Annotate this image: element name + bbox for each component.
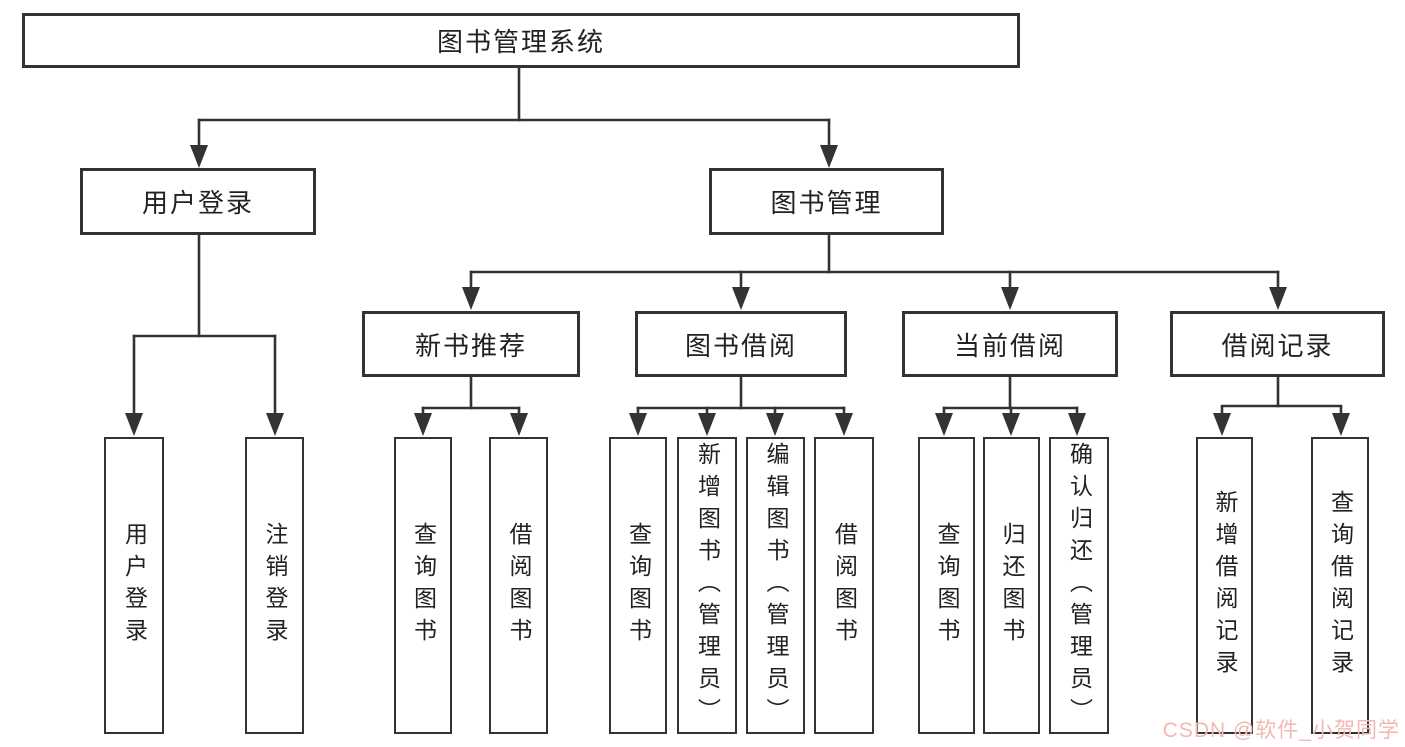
- leaf-label: 用户登录: [121, 521, 148, 650]
- node-user-login: 用户登录: [80, 168, 316, 235]
- node-label: 图书借阅: [684, 330, 797, 361]
- node-borrowing-records: 借阅记录: [1170, 311, 1385, 377]
- node-label: 借阅记录: [1221, 330, 1334, 361]
- leaf-borrow-books-recommend: 借阅图书: [489, 437, 548, 734]
- leaf-edit-books-admin: 编辑图书（管理员）: [746, 437, 805, 734]
- leaf-query-borrow-record: 查询借阅记录: [1311, 437, 1369, 734]
- node-label: 用户登录: [141, 188, 254, 218]
- leaf-query-books-current: 查询图书: [918, 437, 975, 734]
- leaf-confirm-return-admin: 确认归还（管理员）: [1049, 437, 1109, 734]
- leaf-label: 查询图书: [934, 521, 960, 650]
- leaf-query-books-borrowing: 查询图书: [609, 437, 667, 734]
- node-label: 当前借阅: [953, 330, 1066, 361]
- leaf-label: 注销登录: [262, 521, 288, 650]
- leaf-label: 新增借阅记录: [1212, 489, 1238, 682]
- leaf-return-books: 归还图书: [983, 437, 1040, 734]
- node-label: 图书管理: [770, 188, 883, 218]
- node-book-borrowing: 图书借阅: [635, 311, 847, 377]
- leaf-query-books-recommend: 查询图书: [394, 437, 452, 734]
- leaf-add-borrow-record: 新增借阅记录: [1196, 437, 1253, 734]
- leaf-label: 借阅图书: [506, 521, 532, 650]
- leaf-label: 借阅图书: [831, 521, 858, 650]
- node-book-management: 图书管理: [709, 168, 944, 235]
- leaf-borrow-books: 借阅图书: [814, 437, 874, 734]
- leaf-label: 确认归还（管理员）: [1066, 441, 1093, 730]
- leaf-label: 查询图书: [625, 521, 652, 650]
- node-label: 新书推荐: [414, 330, 527, 361]
- node-label: 图书管理系统: [436, 27, 605, 57]
- leaf-label: 查询借阅记录: [1327, 489, 1354, 682]
- node-new-book-recommend: 新书推荐: [362, 311, 580, 377]
- leaf-logout: 注销登录: [245, 437, 304, 734]
- leaf-user-login: 用户登录: [104, 437, 164, 734]
- leaf-label: 编辑图书（管理员）: [763, 441, 789, 730]
- leaf-label: 查询图书: [410, 521, 437, 650]
- node-library-management-system: 图书管理系统: [22, 13, 1020, 68]
- leaf-label: 新增图书（管理员）: [694, 441, 721, 730]
- csdn-watermark: CSDN @软件_小贺同学: [1162, 719, 1400, 742]
- node-current-borrowing: 当前借阅: [902, 311, 1118, 377]
- leaf-add-books-admin: 新增图书（管理员）: [677, 437, 737, 734]
- leaf-label: 归还图书: [999, 521, 1025, 650]
